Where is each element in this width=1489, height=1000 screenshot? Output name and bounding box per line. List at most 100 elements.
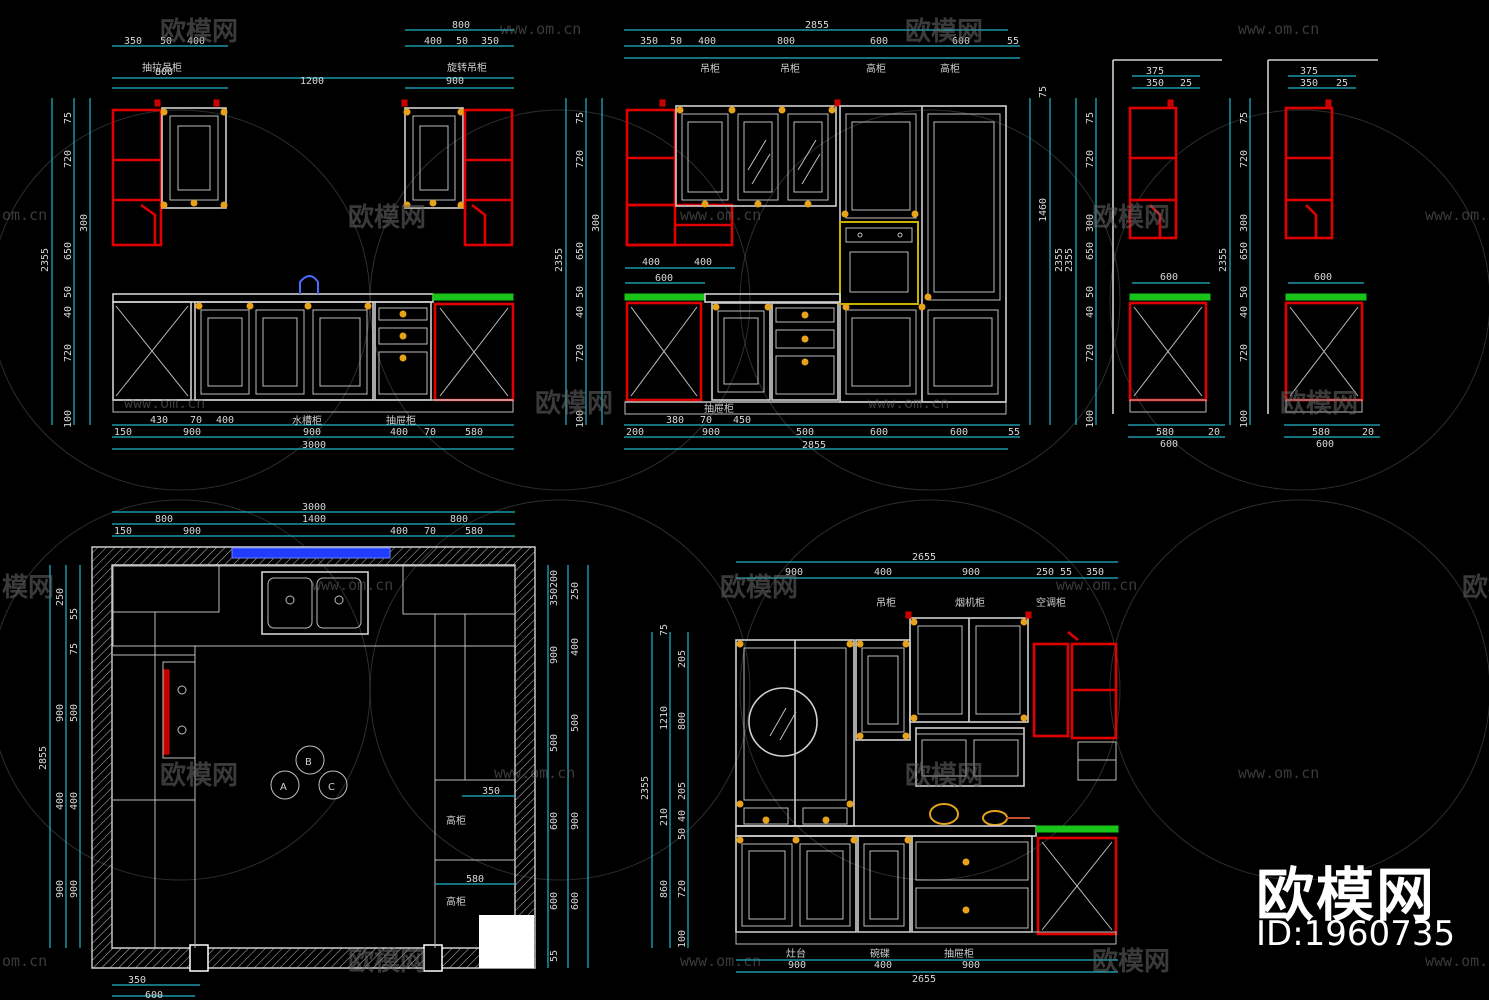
dim-plan-right-4: 400 — [570, 638, 581, 656]
dim-d-left-5: 650 — [1239, 242, 1250, 260]
dim-c-top-2: 350 — [1146, 78, 1164, 89]
dim-e-left-3: 205 — [677, 650, 688, 668]
dim-plan-right-1: 200 — [549, 570, 560, 588]
label-a-left-wall-cabinet: 抽拉吊柜 — [142, 61, 182, 74]
dim-a-left-9: 100 — [63, 410, 74, 428]
watermark-text: 欧模网 www.om.cn 欧模网 www.om.cn om.cn 欧模网 ww… — [2, 16, 1489, 977]
dim-e-bot-3: 900 — [962, 960, 980, 971]
dim-plan-left-4: 75 — [69, 643, 80, 655]
dim-b-bot-6: 500 — [796, 427, 814, 438]
dim-a-top-6: 400 — [187, 36, 205, 47]
label-e-2: 烟机柜 — [955, 596, 985, 609]
white-block — [479, 915, 534, 968]
dim-e-left-12: 100 — [677, 930, 688, 948]
dim-b-top-6: 600 — [870, 36, 888, 47]
label-e-b1: 灶台 — [786, 947, 806, 960]
dim-b-left-2: 75 — [575, 112, 586, 124]
dim-e-top-2: 900 — [785, 567, 803, 578]
dim-d-bot-1: 580 — [1312, 427, 1330, 438]
watermark-url: www.om.cn — [1238, 20, 1319, 38]
watermark-url: www.om.cn — [868, 394, 949, 412]
elevation-a: 800 1200 900 350 50 400 800 400 50 350 抽… — [40, 20, 515, 451]
dim-plan-bot-1: 350 — [128, 975, 146, 986]
dim-a-left-1: 2355 — [40, 248, 51, 272]
dim-a-top-3: 900 — [446, 76, 464, 87]
dim-c-left-4: 300 — [1085, 214, 1096, 232]
dim-a-bot-5: 900 — [183, 427, 201, 438]
dim-plan-top-2: 800 — [155, 514, 173, 525]
dim-a-top-1: 800 — [155, 67, 173, 78]
dim-e-left-11: 720 — [677, 880, 688, 898]
dim-d-top-2: 350 — [1300, 78, 1318, 89]
dim-b-bot-3: 70 — [700, 415, 712, 426]
dim-e-left-9: 50 — [677, 828, 688, 840]
watermark-url: om.cn — [2, 206, 47, 224]
dim-d-left-1: 2355 — [1218, 248, 1229, 272]
dim-plan-top-6: 900 — [183, 526, 201, 537]
dim-d-left-7: 50 — [1239, 286, 1250, 298]
dim-a-bot-4: 400 — [216, 415, 234, 426]
dim-d-bot-3: 600 — [1316, 439, 1334, 450]
dim-c-bot-1: 580 — [1156, 427, 1174, 438]
watermark-url: www.om.cn — [1425, 952, 1489, 970]
dim-plan-right-7: 500 — [570, 714, 581, 732]
dim-plan-left-6: 500 — [69, 704, 80, 722]
dim-c-top-1: 375 — [1146, 66, 1164, 77]
watermark: 欧模网 — [160, 16, 238, 47]
watermark: 欧模网 — [1092, 946, 1170, 977]
dim-plan-top-3: 1400 — [302, 514, 326, 525]
dim-plan-left-2: 250 — [55, 588, 66, 606]
watermark-url: www.om.cn — [680, 206, 761, 224]
watermark-url: www.om.cn — [1056, 576, 1137, 594]
dim-e-left-6: 205 — [677, 782, 688, 800]
watermark: 欧模网 — [348, 946, 426, 977]
watermark-url: www.om.cn — [500, 20, 581, 38]
marker-a: A — [280, 782, 287, 793]
dim-e-left-10: 860 — [659, 880, 670, 898]
watermark: 欧模网 — [1092, 202, 1170, 233]
label-a-sink-cabinet: 水槽柜 — [292, 414, 322, 427]
dim-a-top-9: 50 — [456, 36, 468, 47]
watermark-url: www.om.cn — [1425, 206, 1489, 224]
brand-logo-text: 欧模网 — [1256, 861, 1437, 929]
dim-b-mid-3: 600 — [655, 273, 673, 284]
elevation-b: 2855 350 50 400 800 600 600 55 吊柜 吊柜 高柜 … — [554, 20, 1065, 451]
label-b-1: 吊柜 — [700, 62, 720, 75]
dim-a-bot-9: 580 — [465, 427, 483, 438]
dim-a-bot-6: 900 — [303, 427, 321, 438]
watermark: 欧模网 — [535, 388, 613, 419]
dim-c-left-6: 40 — [1085, 306, 1096, 318]
watermark-url: www.om.cn — [124, 394, 205, 412]
watermark-url: www.om.cn — [680, 952, 761, 970]
dim-a-bot-10: 3000 — [302, 440, 326, 451]
dim-a-top-4: 350 — [124, 36, 142, 47]
side-elevation-d: 375 350 25 600 2355 75 720 300 650 40 50… — [1218, 59, 1380, 450]
label-b-4: 高柜 — [940, 62, 960, 75]
dim-b-right-2: 1460 — [1038, 198, 1049, 222]
watermark: 欧模网 — [905, 760, 983, 791]
watermark: 欧模网 — [1280, 388, 1358, 419]
dim-plan-inner-2: 580 — [466, 874, 484, 885]
dim-b-bot-10: 2855 — [802, 440, 826, 451]
dim-b-mid-2: 400 — [694, 257, 712, 268]
dim-b-top-7: 600 — [952, 36, 970, 47]
dim-b-top-3: 50 — [670, 36, 682, 47]
dim-plan-left-1: 2855 — [38, 746, 49, 770]
dim-plan-right-10: 600 — [549, 892, 560, 910]
dim-d-mid: 600 — [1314, 272, 1332, 283]
label-e-b2: 碗碟 — [870, 947, 890, 960]
dim-b-bot-7: 600 — [870, 427, 888, 438]
dim-b-top-5: 800 — [777, 36, 795, 47]
side-elevation-c: 375 350 25 600 2355 75 720 300 650 40 50… — [1064, 59, 1225, 450]
dim-a-left-3: 720 — [63, 150, 74, 168]
dim-b-mid-1: 400 — [642, 257, 660, 268]
dim-plan-right-2: 350 — [549, 588, 560, 606]
dim-plan-left-8: 400 — [69, 792, 80, 810]
dim-a-bot-2: 430 — [150, 415, 168, 426]
dim-c-left-1: 2355 — [1064, 248, 1075, 272]
dim-b-left-4: 300 — [591, 214, 602, 232]
watermark: 欧模 — [1462, 572, 1489, 603]
label-b-base: 抽屉柜 — [704, 402, 734, 415]
